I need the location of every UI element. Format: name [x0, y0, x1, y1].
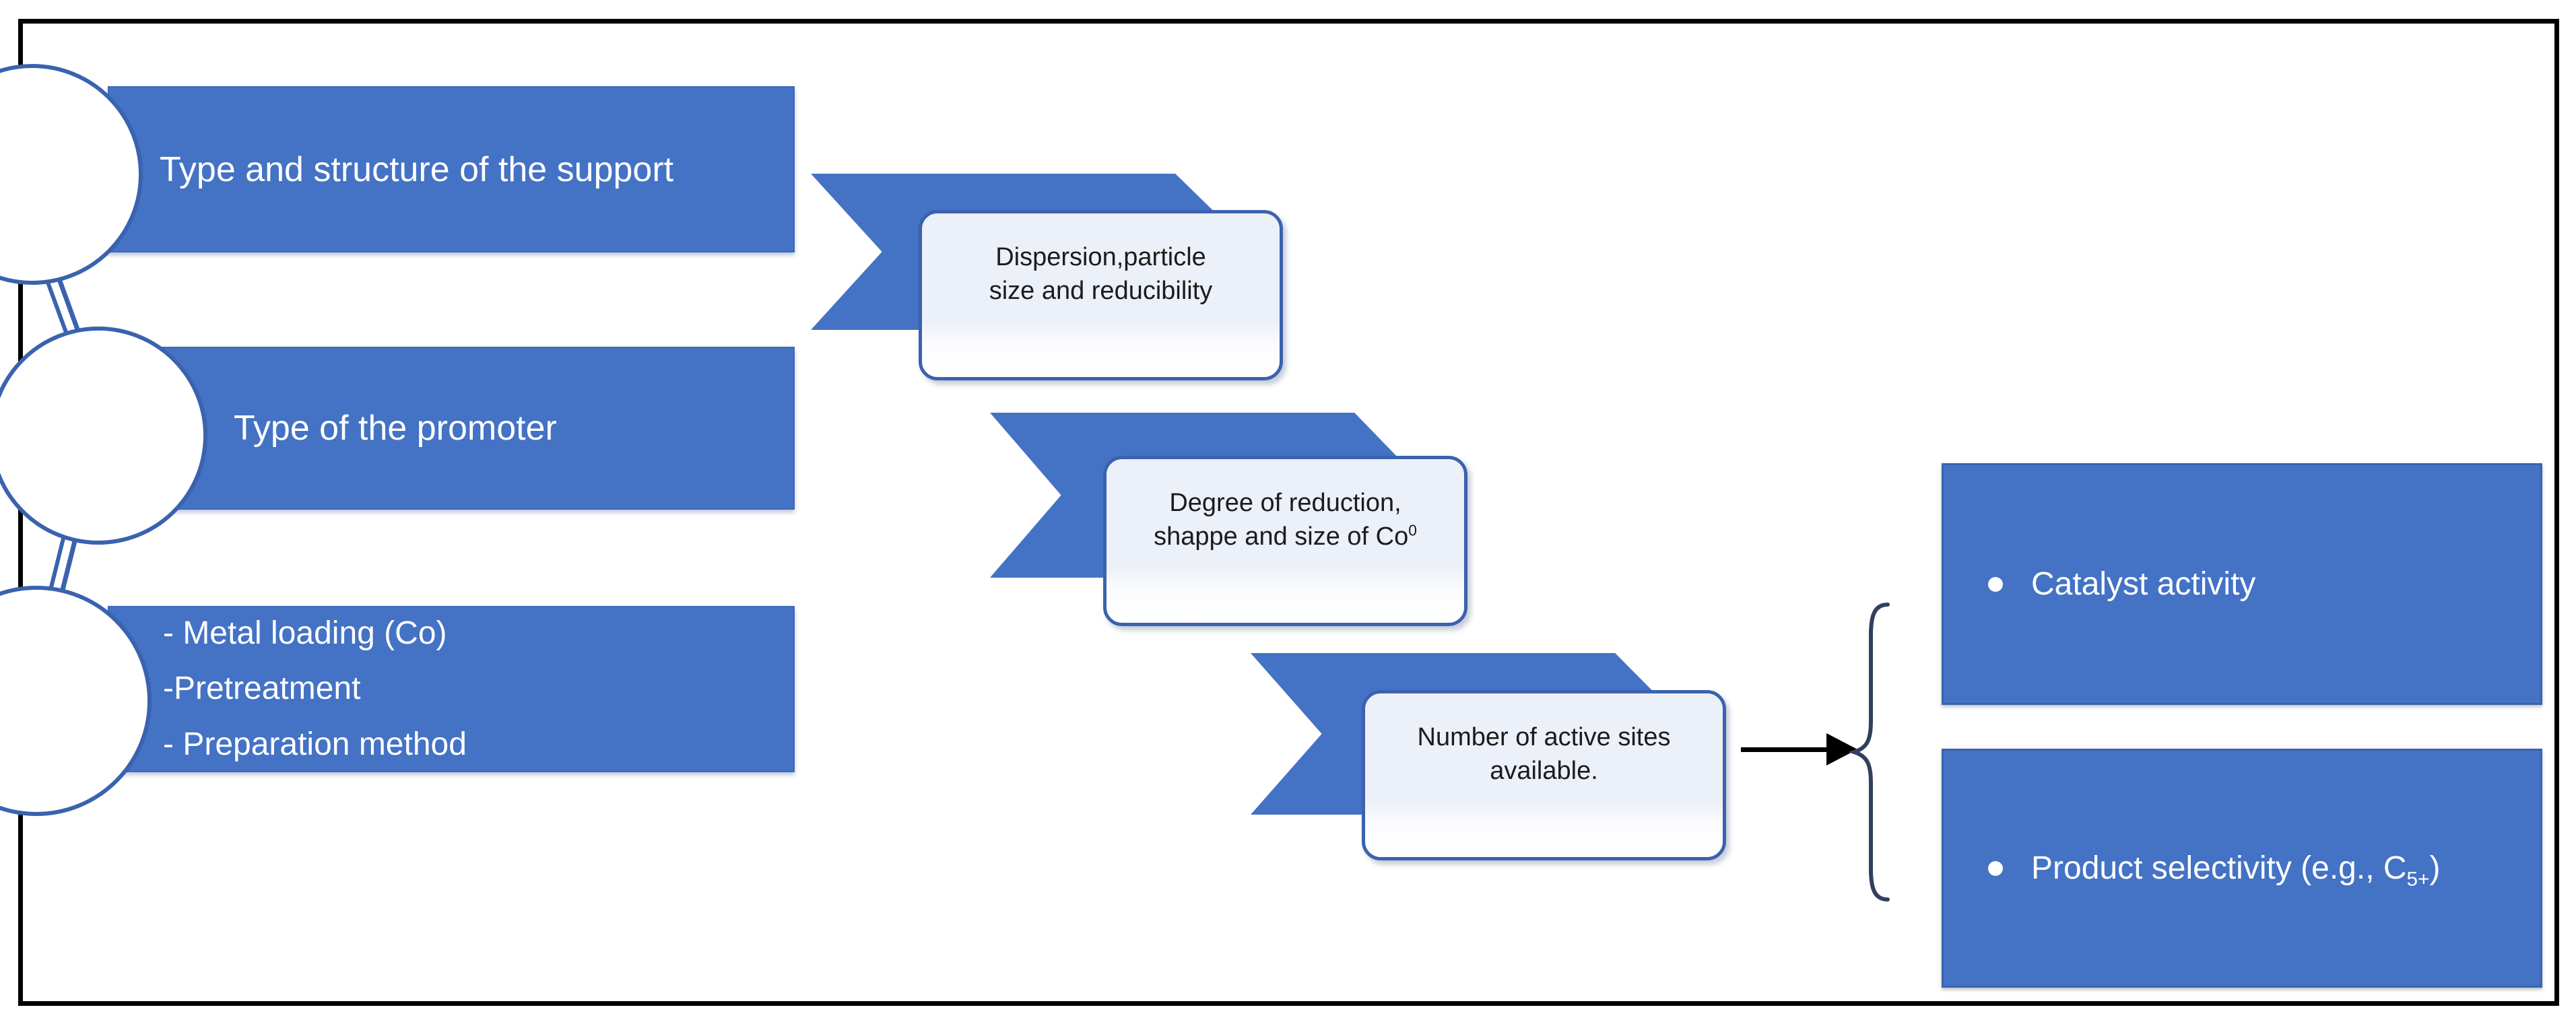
curly-brace — [1849, 603, 1890, 901]
factor-circle-2 — [0, 327, 207, 545]
right-arrow-head — [1826, 733, 1857, 765]
outcome-activity-text: Catalyst activity — [2031, 566, 2256, 602]
bullet-icon — [1988, 860, 2003, 876]
bullet-icon — [1988, 576, 2003, 592]
factor-bar-promoter: Type of the promoter — [108, 347, 795, 510]
factor-line-pretreatment: -Pretreatment — [163, 671, 361, 707]
effect-box-reduction-line2-text: shappe and size of Co — [1154, 522, 1409, 551]
effect-box-reduction-line1: Degree of reduction, — [1169, 489, 1401, 518]
effect-box-active-sites-line2: available. — [1490, 756, 1598, 785]
effect-box-dispersion: Dispersion,particle size and reducibilit… — [919, 210, 1283, 380]
factor-line-preparation-method: - Preparation method — [163, 726, 467, 762]
effect-box-dispersion-line2: size and reducibility — [989, 276, 1213, 305]
outcome-selectivity-text: Product selectivity (e.g., C — [2031, 850, 2407, 886]
effect-box-active-sites-line1: Number of active sites — [1417, 723, 1671, 752]
outcome-selectivity-label: Product selectivity (e.g., C5+) — [2031, 850, 2441, 891]
outcome-box-selectivity: Product selectivity (e.g., C5+) — [1942, 749, 2542, 988]
effect-box-reduction: Degree of reduction, shappe and size of … — [1103, 456, 1467, 626]
effect-box-reduction-line2: shappe and size of Co0 — [1154, 520, 1417, 553]
outcome-selectivity-suffix: ) — [2429, 850, 2441, 886]
factor-bar-support-label: Type and structure of the support — [160, 149, 674, 189]
outcome-activity-label: Catalyst activity — [2031, 566, 2255, 603]
c5plus-subscript: 5+ — [2406, 868, 2430, 891]
factor-bar-preparation: - Metal loading (Co) -Pretreatment - Pre… — [108, 606, 795, 772]
right-arrow-shaft — [1741, 747, 1830, 752]
effect-box-active-sites: Number of active sites available. — [1362, 690, 1726, 860]
co-superscript: 0 — [1408, 520, 1417, 539]
effect-box-dispersion-line1: Dispersion,particle — [995, 243, 1206, 272]
factor-bar-promoter-label: Type of the promoter — [234, 409, 557, 448]
factor-line-metal-loading: - Metal loading (Co) — [163, 615, 447, 651]
factor-bar-support: Type and structure of the support — [108, 86, 795, 252]
outcome-box-activity: Catalyst activity — [1942, 463, 2542, 705]
